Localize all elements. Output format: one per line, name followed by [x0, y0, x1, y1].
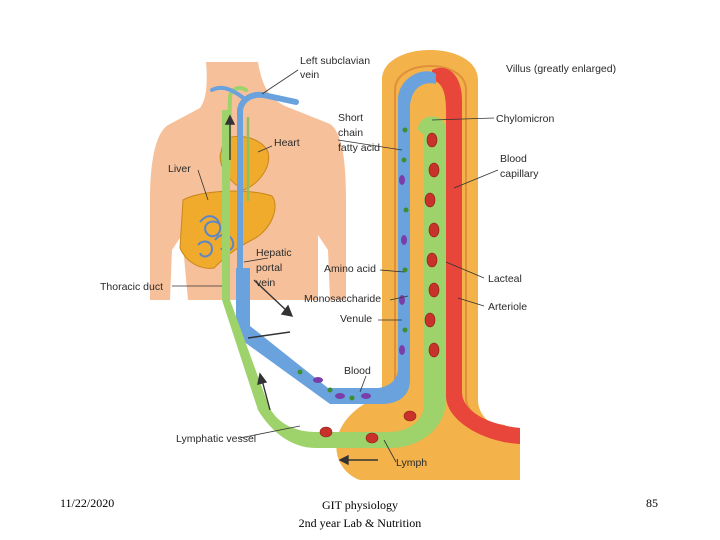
particles	[297, 127, 440, 444]
label-blood-capillary-2: capillary	[500, 168, 539, 180]
footer-subtitle: 2nd year Lab & Nutrition	[298, 516, 422, 530]
blood-capillary	[432, 67, 520, 444]
label-thoracic-duct: Thoracic duct	[100, 281, 163, 293]
leader-lines	[172, 69, 499, 463]
footer-date: 11/22/2020	[60, 496, 115, 510]
label-liver: Liver	[168, 163, 191, 175]
label-amino-acid: Amino acid	[324, 263, 376, 275]
footer-title-block: GIT physiology 2nd year Lab & Nutrition	[260, 496, 460, 532]
flow-arrows	[224, 114, 378, 466]
label-monosaccharide: Monosaccharide	[304, 293, 381, 305]
label-left-subclavian-2: vein	[300, 69, 319, 81]
chest-vessels	[210, 85, 299, 273]
label-heart: Heart	[274, 137, 300, 149]
label-chylomicron: Chylomicron	[496, 113, 555, 125]
labels: Left subclavian vein Heart Liver Short c…	[100, 55, 616, 469]
label-lymphatic-vessel: Lymphatic vessel	[176, 433, 256, 445]
label-hepatic-portal: Hepatic	[256, 247, 292, 259]
label-lacteal: Lacteal	[488, 273, 522, 285]
label-lymph: Lymph	[396, 457, 427, 469]
label-hepatic-portal-3: vein	[256, 277, 275, 289]
label-short-chain-3: fatty acid	[338, 142, 380, 154]
label-hepatic-portal-2: portal	[256, 262, 282, 274]
label-blood: Blood	[344, 365, 371, 377]
label-arteriole: Arteriole	[488, 301, 527, 313]
page-number: 85	[646, 496, 658, 510]
lacteal	[222, 110, 446, 448]
label-short-chain-2: chain	[338, 127, 363, 139]
label-villus: Villus (greatly enlarged)	[506, 63, 616, 75]
label-short-chain: Short	[338, 112, 363, 124]
label-blood-capillary: Blood	[500, 153, 527, 165]
footer-title: GIT physiology	[321, 498, 399, 512]
label-left-subclavian: Left subclavian	[300, 55, 370, 67]
label-venule: Venule	[340, 313, 372, 325]
